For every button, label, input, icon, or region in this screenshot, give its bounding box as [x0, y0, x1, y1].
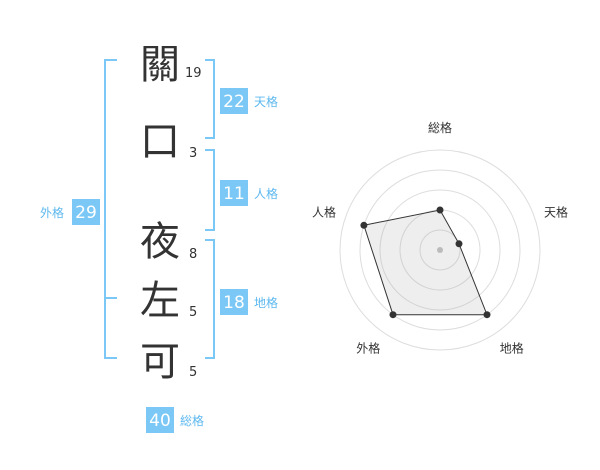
radar-point-1	[436, 206, 444, 214]
radar-grid	[339, 149, 541, 351]
radar-ring	[359, 169, 521, 331]
svg-text:40: 40	[149, 411, 171, 431]
tenkaku-label: 天格	[254, 94, 278, 109]
stroke-count: 19	[185, 66, 202, 81]
radar-ring	[339, 149, 541, 351]
tenkaku-bracket	[205, 59, 215, 139]
radar-axis-label: 外格	[356, 341, 380, 356]
svg-text:關: 關	[140, 42, 180, 88]
radar-point-5	[360, 221, 368, 229]
radar-series-polygon	[363, 209, 488, 316]
radar-ring	[379, 189, 501, 311]
jinkaku-bracket	[205, 149, 215, 231]
chikaku-badge: 18 地格	[220, 289, 278, 315]
gaikaku-bracket	[104, 59, 117, 359]
radar-point-3	[483, 311, 491, 319]
svg-text:夜: 夜	[140, 219, 180, 265]
svg-text:22: 22	[223, 92, 245, 112]
stroke-count: 8	[189, 247, 197, 262]
jinkaku-label: 人格	[254, 186, 278, 201]
gaikaku-badge: 29 外格	[40, 199, 100, 225]
tenkaku-badge: 22 天格	[220, 88, 278, 114]
radar-points	[360, 206, 491, 319]
stroke-count: 5	[189, 305, 197, 320]
chikaku-bracket	[205, 239, 215, 359]
svg-text:29: 29	[75, 203, 97, 223]
stroke-count: 3	[189, 146, 197, 161]
gaikaku-label: 外格	[40, 205, 64, 220]
stroke-count: 5	[189, 365, 197, 380]
svg-text:口: 口	[140, 119, 180, 165]
svg-text:18: 18	[223, 293, 245, 313]
name-character: 口 3	[140, 119, 197, 165]
radar-axis-label: 人格	[312, 204, 336, 219]
radar-axis-label: 地格	[500, 341, 524, 356]
radar-ring	[419, 229, 461, 271]
name-character: 關 19	[140, 42, 202, 88]
soukaku-label: 総格	[180, 413, 204, 428]
svg-text:可: 可	[140, 339, 180, 385]
radar-point-4	[389, 311, 397, 319]
svg-text:左: 左	[140, 278, 180, 324]
jinkaku-badge: 11 人格	[220, 180, 278, 206]
radar-point-2	[455, 240, 463, 248]
name-character: 可 5	[140, 339, 197, 385]
soukaku-badge: 40 総格	[146, 407, 204, 433]
radar-center-point	[437, 247, 443, 253]
radar-axis-label: 総格	[428, 120, 452, 135]
chikaku-label: 地格	[254, 295, 278, 310]
name-character: 左 5	[140, 278, 197, 324]
radar-axis-label: 天格	[544, 204, 568, 219]
svg-text:11: 11	[223, 184, 245, 204]
name-character: 夜 8	[140, 219, 197, 265]
